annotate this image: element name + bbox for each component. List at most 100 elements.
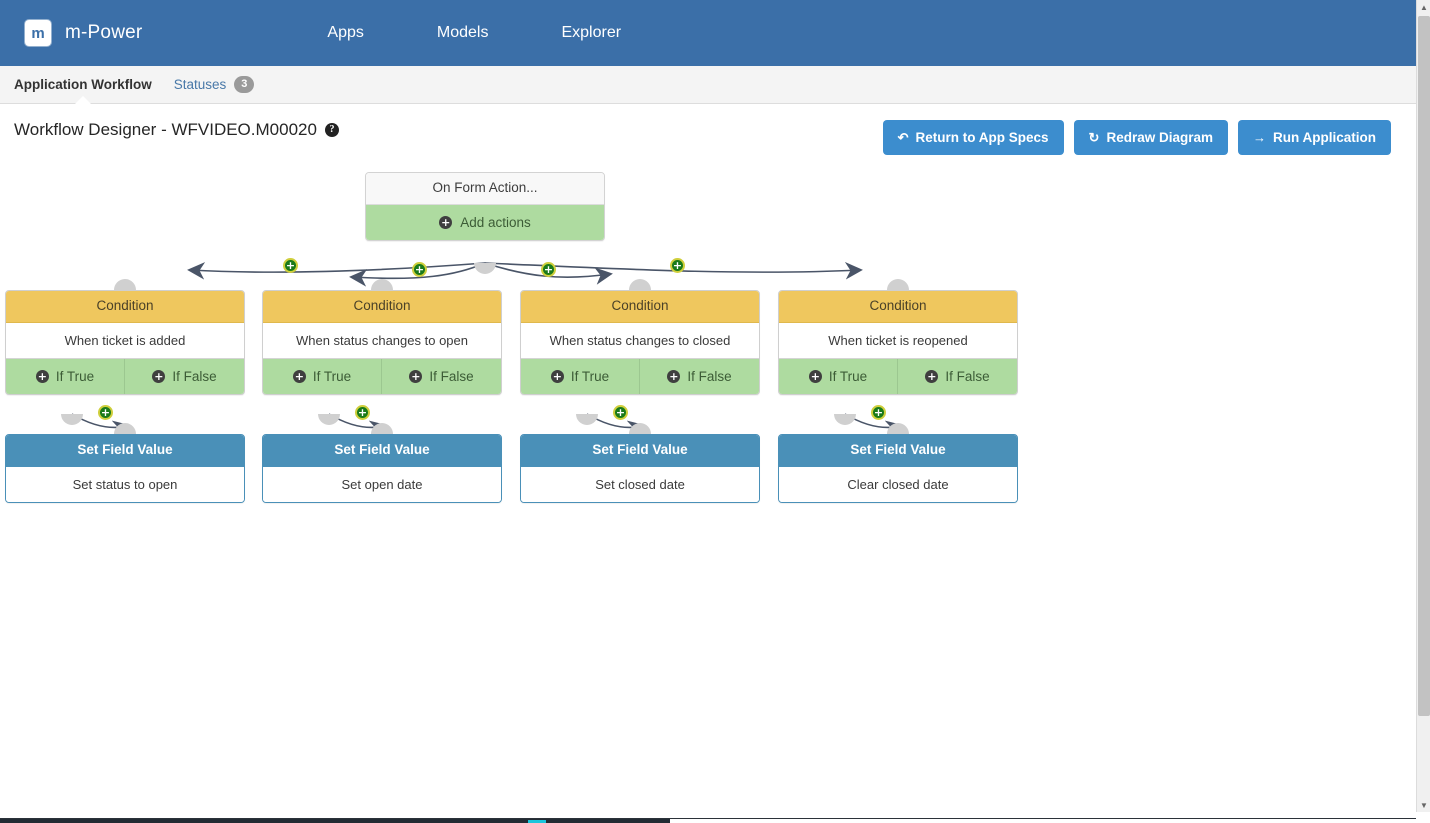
condition-3-bottom-anchor[interactable]: [576, 414, 598, 425]
return-to-app-specs-button[interactable]: ↶ Return to App Specs: [882, 120, 1064, 155]
node-condition-3-body: When status changes to closed: [521, 322, 759, 359]
set-field-value-4-top-anchor[interactable]: [887, 423, 909, 434]
brand-name: m-Power: [65, 22, 143, 43]
node-on-form-action[interactable]: On Form Action... + Add actions: [365, 172, 605, 241]
scroll-down-arrow-icon[interactable]: ▼: [1420, 800, 1428, 810]
condition-4-bottom-anchor[interactable]: [834, 414, 856, 425]
tab-statuses-label: Statuses: [173, 77, 227, 92]
condition-1-if-true-button[interactable]: + If True: [6, 359, 125, 395]
node-set-field-value-2[interactable]: Set Field Value Set open date: [262, 434, 502, 504]
node-set-field-value-4-body: Clear closed date: [779, 466, 1017, 503]
node-set-field-value-3-header: Set Field Value: [521, 435, 759, 467]
root-bottom-anchor[interactable]: [474, 263, 496, 274]
node-condition-2-branches: + If True + If False: [263, 358, 501, 395]
workflow-canvas[interactable]: On Form Action... + Add actions Conditio…: [0, 164, 1416, 809]
nav-link-explorer[interactable]: Explorer: [561, 24, 622, 41]
nav-link-models[interactable]: Models: [436, 24, 489, 41]
condition-2-if-true-label: If True: [312, 369, 352, 385]
node-set-field-value-1[interactable]: Set Field Value Set status to open: [5, 434, 245, 504]
condition-3-if-false-button[interactable]: + If False: [640, 359, 759, 394]
node-condition-3-branches: + If True + If False: [521, 358, 759, 395]
return-to-app-specs-label: Return to App Specs: [915, 130, 1049, 145]
tab-application-workflow[interactable]: Application Workflow: [14, 66, 152, 104]
plus-icon: +: [667, 370, 681, 384]
tab-application-workflow-label: Application Workflow: [14, 77, 152, 92]
node-condition-3-header: Condition: [521, 291, 759, 323]
page-header: Workflow Designer - WFVIDEO.M00020 ? ↶ R…: [0, 104, 1416, 164]
page-title: Workflow Designer - WFVIDEO.M00020 ?: [14, 120, 339, 140]
node-condition-1-branches: + If True + If False: [6, 358, 244, 395]
tab-statuses[interactable]: Statuses 3: [174, 66, 255, 103]
condition-2-if-false-label: If False: [429, 369, 474, 385]
refresh-icon: ↻: [1088, 130, 1100, 145]
condition-3-if-true-label: If True: [570, 369, 610, 385]
condition-1-if-false-button[interactable]: + If False: [125, 359, 244, 394]
os-taskbar-highlight: [528, 820, 546, 823]
edge-add-node-7[interactable]: +: [613, 405, 628, 420]
node-condition-2[interactable]: Condition When status changes to open + …: [262, 290, 502, 396]
page-header-actions: ↶ Return to App Specs ↻ Redraw Diagram →…: [882, 120, 1391, 155]
node-on-form-action-title: On Form Action...: [366, 173, 604, 205]
edge-add-node-3[interactable]: +: [541, 262, 556, 277]
condition-2-bottom-anchor[interactable]: [318, 414, 340, 425]
os-strip-seam: [0, 818, 1416, 819]
condition-4-top-anchor[interactable]: [887, 279, 909, 290]
edge-add-node-5[interactable]: +: [98, 405, 113, 420]
plus-icon: +: [292, 370, 306, 384]
set-field-value-2-top-anchor[interactable]: [371, 423, 393, 434]
plus-icon: +: [152, 370, 166, 384]
bottom-os-strip: [0, 812, 1430, 823]
edge-add-node-8[interactable]: +: [871, 405, 886, 420]
condition-2-if-true-button[interactable]: + If True: [263, 359, 382, 395]
node-condition-4-body: When ticket is reopened: [779, 322, 1017, 359]
undo-arrow-icon: ↶: [897, 130, 909, 145]
condition-4-if-true-button[interactable]: + If True: [779, 359, 898, 395]
condition-1-if-true-label: If True: [55, 369, 95, 385]
node-set-field-value-2-body: Set open date: [263, 466, 501, 503]
top-navbar: m m-Power Apps Models Explorer: [0, 0, 1416, 66]
scrollbar-thumb[interactable]: [1418, 16, 1430, 716]
node-condition-1-body: When ticket is added: [6, 322, 244, 359]
nav-link-apps[interactable]: Apps: [327, 24, 364, 41]
brand[interactable]: m m-Power: [25, 20, 142, 46]
condition-4-if-false-button[interactable]: + If False: [898, 359, 1017, 394]
set-field-value-3-top-anchor[interactable]: [629, 423, 651, 434]
condition-3-if-false-label: If False: [687, 369, 732, 385]
edge-add-node-1[interactable]: +: [283, 258, 298, 273]
node-condition-4[interactable]: Condition When ticket is reopened + If T…: [778, 290, 1018, 396]
plus-icon: +: [550, 370, 564, 384]
plus-icon: +: [808, 370, 822, 384]
condition-1-if-false-label: If False: [172, 369, 217, 385]
condition-2-top-anchor[interactable]: [371, 279, 393, 290]
condition-2-if-false-button[interactable]: + If False: [382, 359, 501, 394]
help-icon[interactable]: ?: [324, 123, 339, 137]
plus-icon: +: [439, 215, 453, 229]
scroll-up-arrow-icon[interactable]: ▲: [1420, 2, 1428, 12]
condition-3-top-anchor[interactable]: [629, 279, 651, 290]
edge-add-node-6[interactable]: +: [355, 405, 370, 420]
add-actions-button[interactable]: + Add actions: [366, 204, 604, 240]
node-condition-1[interactable]: Condition When ticket is added + If True…: [5, 290, 245, 396]
node-condition-2-header: Condition: [263, 291, 501, 323]
run-application-button[interactable]: → Run Application: [1238, 120, 1391, 155]
m-power-logo-icon: m: [25, 20, 51, 46]
tab-statuses-badge: 3: [234, 76, 255, 93]
set-field-value-1-top-anchor[interactable]: [114, 423, 136, 434]
condition-1-top-anchor[interactable]: [114, 279, 136, 290]
node-condition-4-header: Condition: [779, 291, 1017, 323]
node-condition-2-body: When status changes to open: [263, 322, 501, 359]
nav-links: Apps Models Explorer: [327, 14, 694, 52]
node-set-field-value-4[interactable]: Set Field Value Clear closed date: [778, 434, 1018, 504]
os-taskbar-edge: [0, 819, 670, 823]
vertical-scrollbar[interactable]: ▲ ▼: [1416, 0, 1430, 812]
condition-3-if-true-button[interactable]: + If True: [521, 359, 640, 395]
condition-1-bottom-anchor[interactable]: [61, 414, 83, 425]
redraw-diagram-button[interactable]: ↻ Redraw Diagram: [1073, 120, 1228, 155]
node-condition-3[interactable]: Condition When status changes to closed …: [520, 290, 760, 396]
edge-add-node-2[interactable]: +: [412, 262, 427, 277]
node-set-field-value-3[interactable]: Set Field Value Set closed date: [520, 434, 760, 504]
condition-4-if-false-label: If False: [945, 369, 990, 385]
run-application-label: Run Application: [1273, 130, 1376, 145]
edge-add-node-4[interactable]: +: [670, 258, 685, 273]
